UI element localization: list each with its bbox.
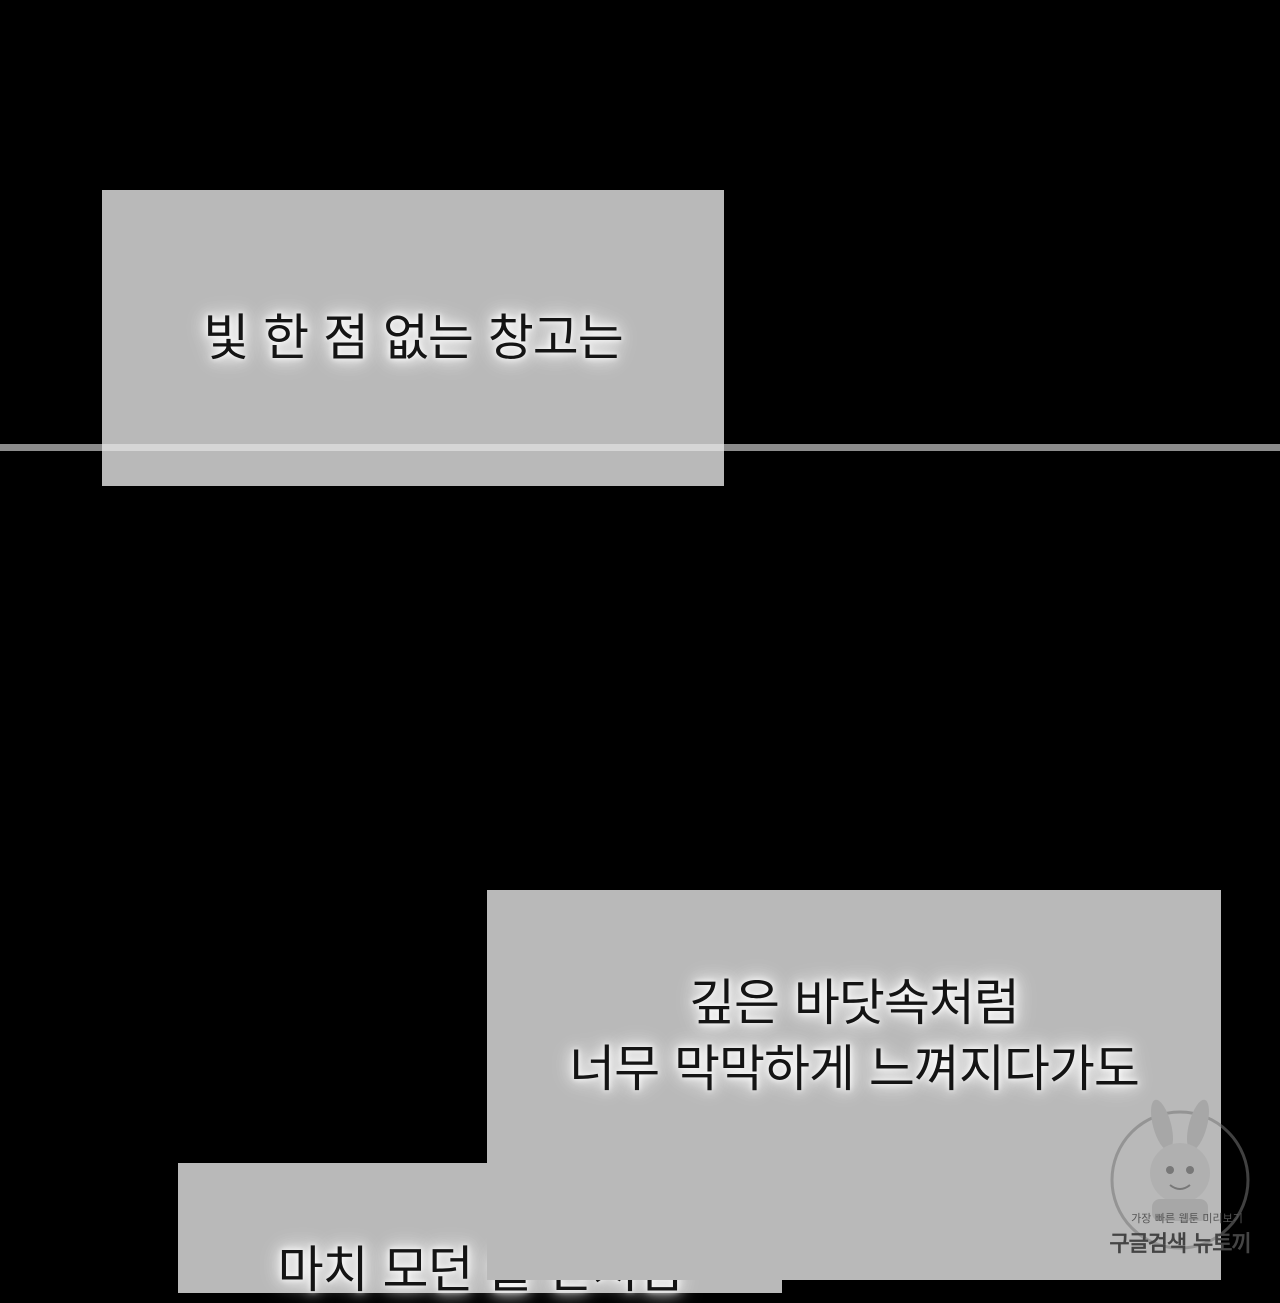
watermark-tagline: 가장 빠른 웹툰 미리보기 xyxy=(1131,1212,1243,1225)
caption-box-connector xyxy=(487,1163,782,1280)
caption-box-first: 빛 한 점 없는 창고는 xyxy=(102,190,724,486)
caption-text-second: 깊은 바닷속처럼 너무 막막하게 느껴지다가도 xyxy=(569,974,1140,1098)
caption-text-first: 빛 한 점 없는 창고는 xyxy=(203,309,624,367)
caption-box-highlight-strip xyxy=(102,444,724,451)
rabbit-logo-icon xyxy=(1110,1099,1250,1250)
watermark-brand: 구글검색 뉴토끼 xyxy=(1109,1232,1251,1257)
